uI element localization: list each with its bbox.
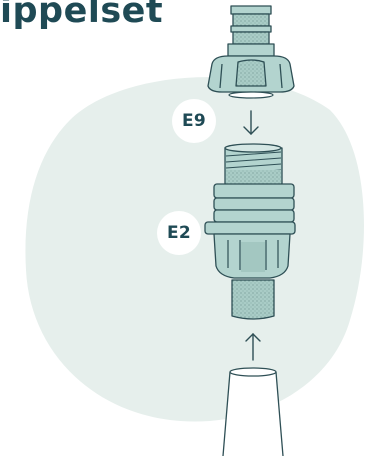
- part-label-e9: E9: [172, 99, 216, 143]
- hose-connector: [204, 143, 296, 320]
- arrow-down-icon: [243, 110, 259, 135]
- arrow-up-icon: [245, 333, 261, 361]
- tap-connector: [207, 5, 295, 93]
- garden-hose: [222, 367, 284, 456]
- part-label-e2: E2: [157, 211, 201, 255]
- connector-opening: [228, 91, 274, 99]
- page-title: ippelset: [0, 0, 164, 31]
